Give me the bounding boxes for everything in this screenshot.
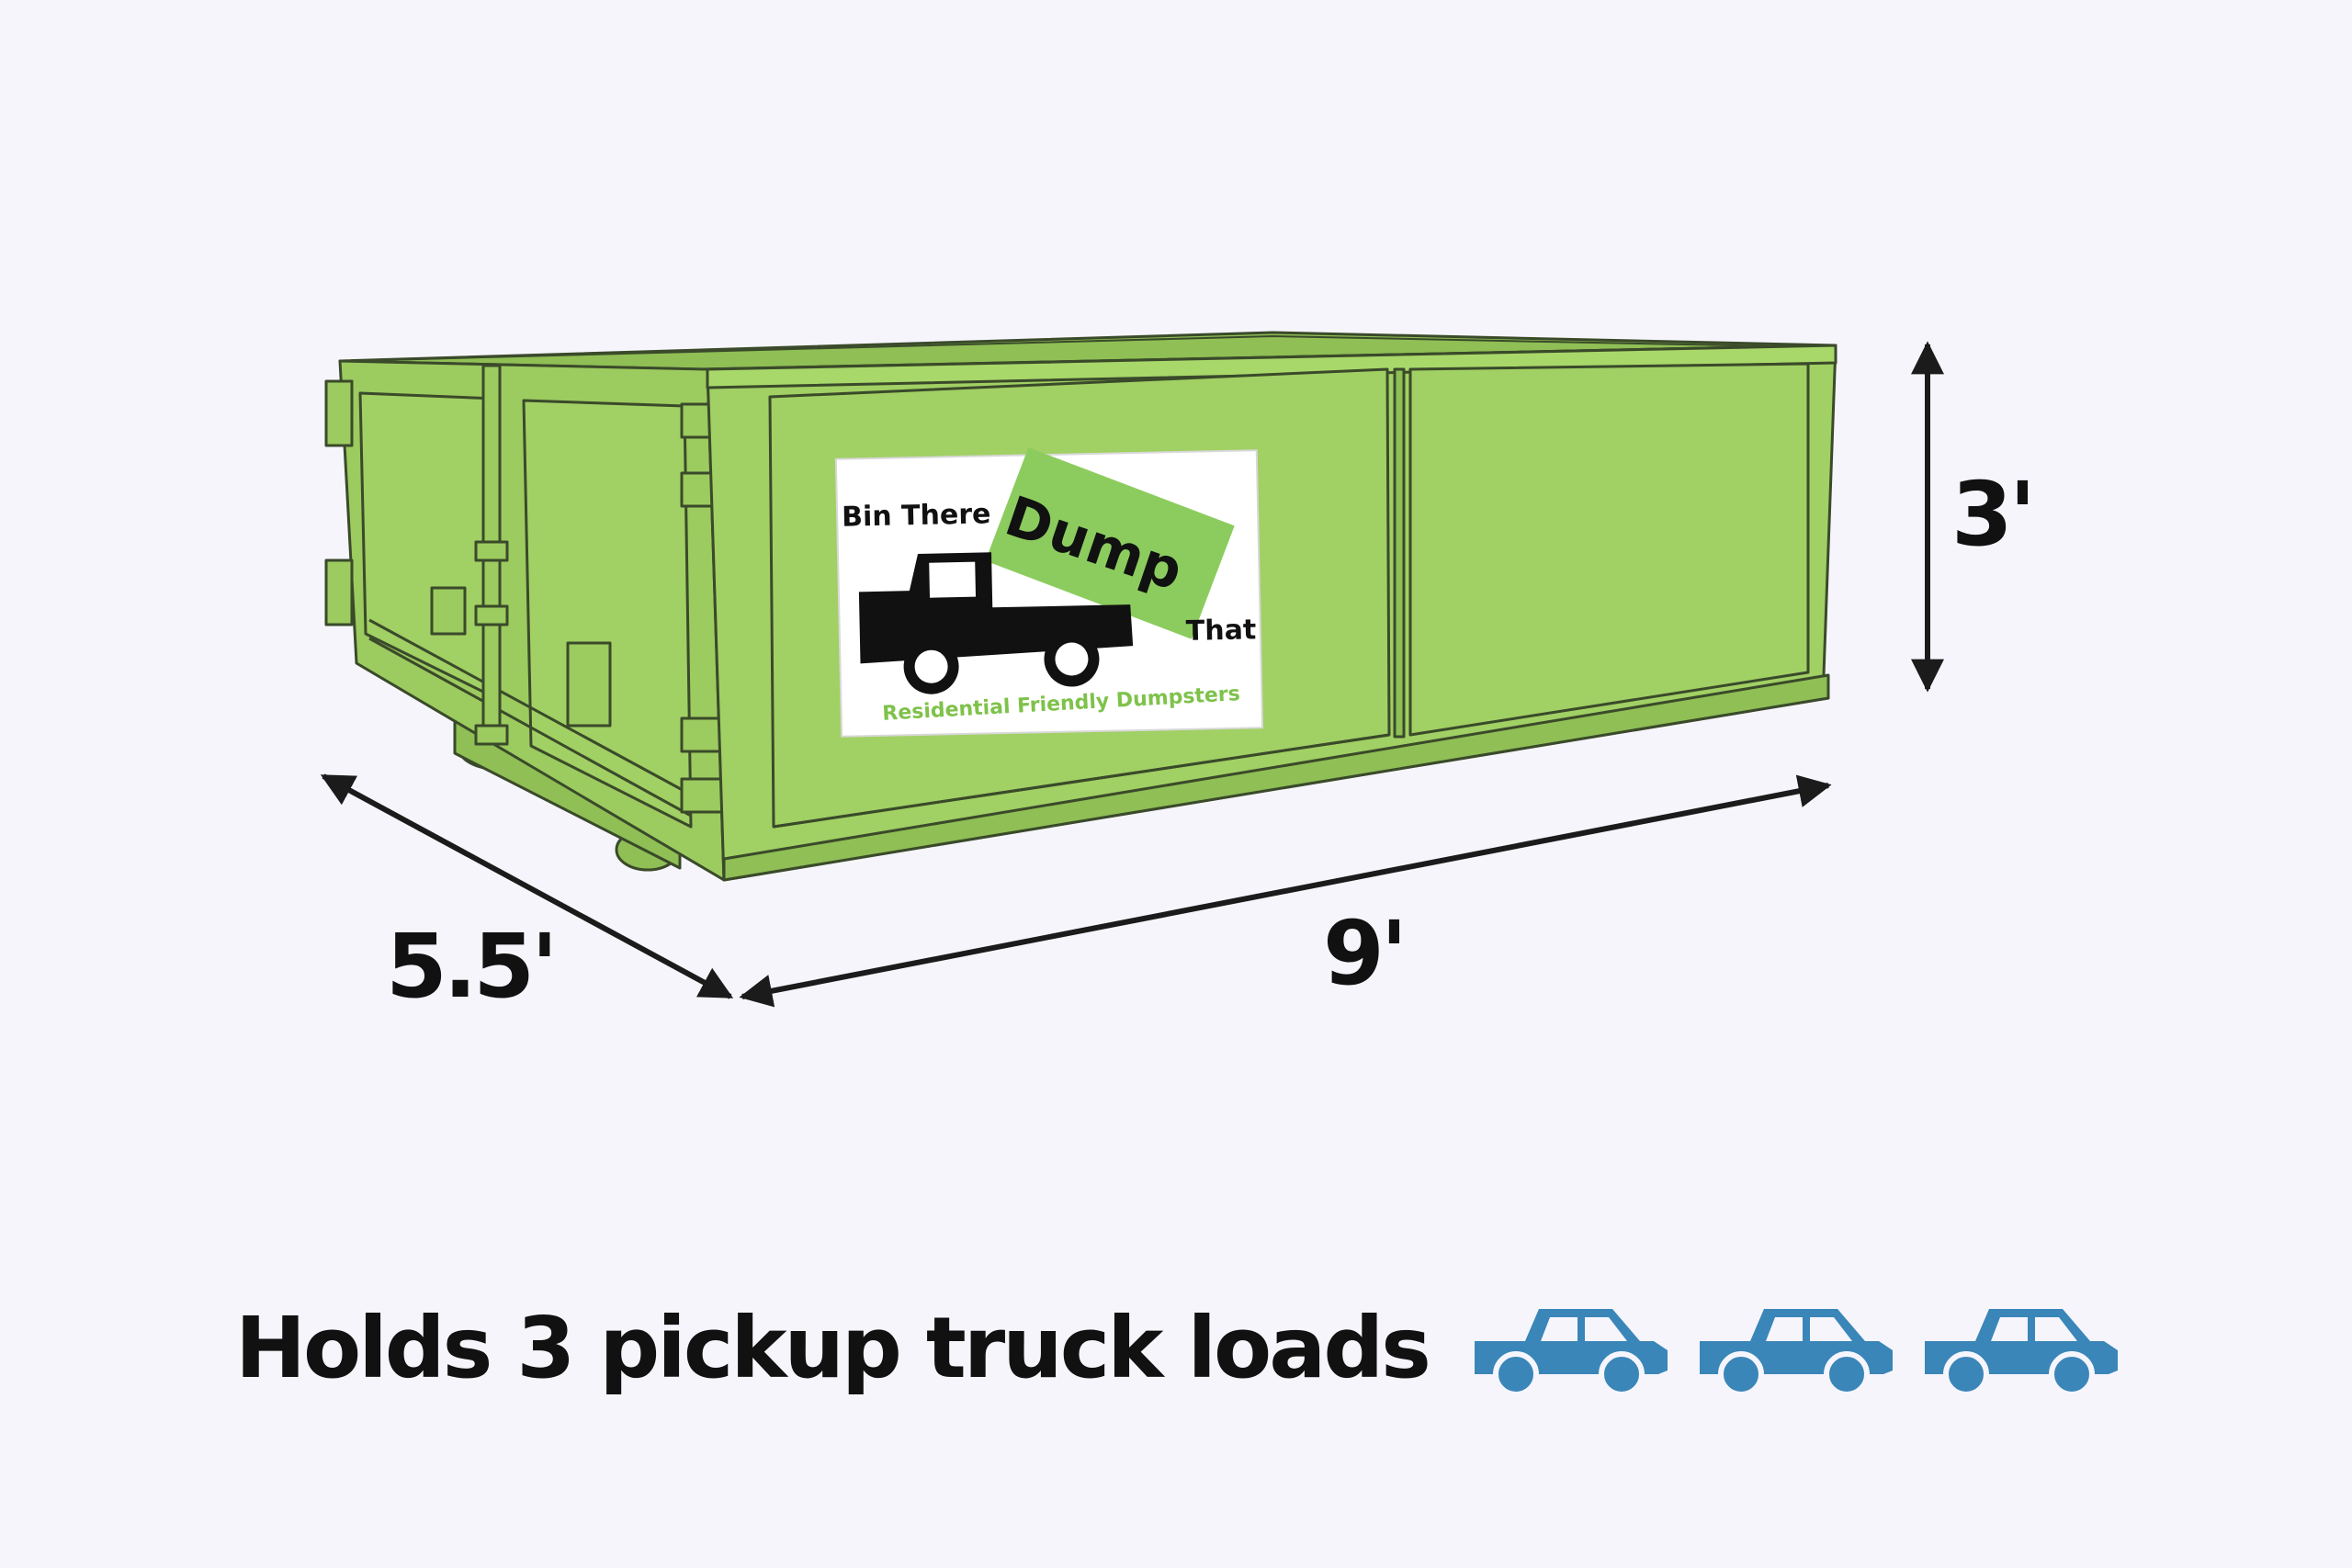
logo-line1: Bin There: [842, 498, 991, 533]
company-logo: Bin There Dump That Residential Friendly…: [834, 447, 1264, 738]
capacity-caption: Holds 3 pickup truck loads: [235, 1299, 1431, 1397]
width-label: 5.5': [386, 915, 558, 1018]
pickup-truck-icon: [1475, 1309, 1668, 1397]
pickup-truck-icon: [1925, 1309, 2118, 1397]
pickup-truck-icons: [1475, 1309, 2118, 1397]
dump-truck-icon: [858, 552, 1134, 694]
dimension-arrows: [320, 341, 1944, 1008]
length-arrow: [739, 774, 1832, 1008]
width-arrow: [320, 773, 734, 999]
pickup-truck-icon: [1700, 1309, 1893, 1397]
height-label: 3': [1951, 463, 2036, 566]
length-label: 9': [1323, 902, 1408, 1005]
logo-line3: That: [1185, 614, 1256, 648]
